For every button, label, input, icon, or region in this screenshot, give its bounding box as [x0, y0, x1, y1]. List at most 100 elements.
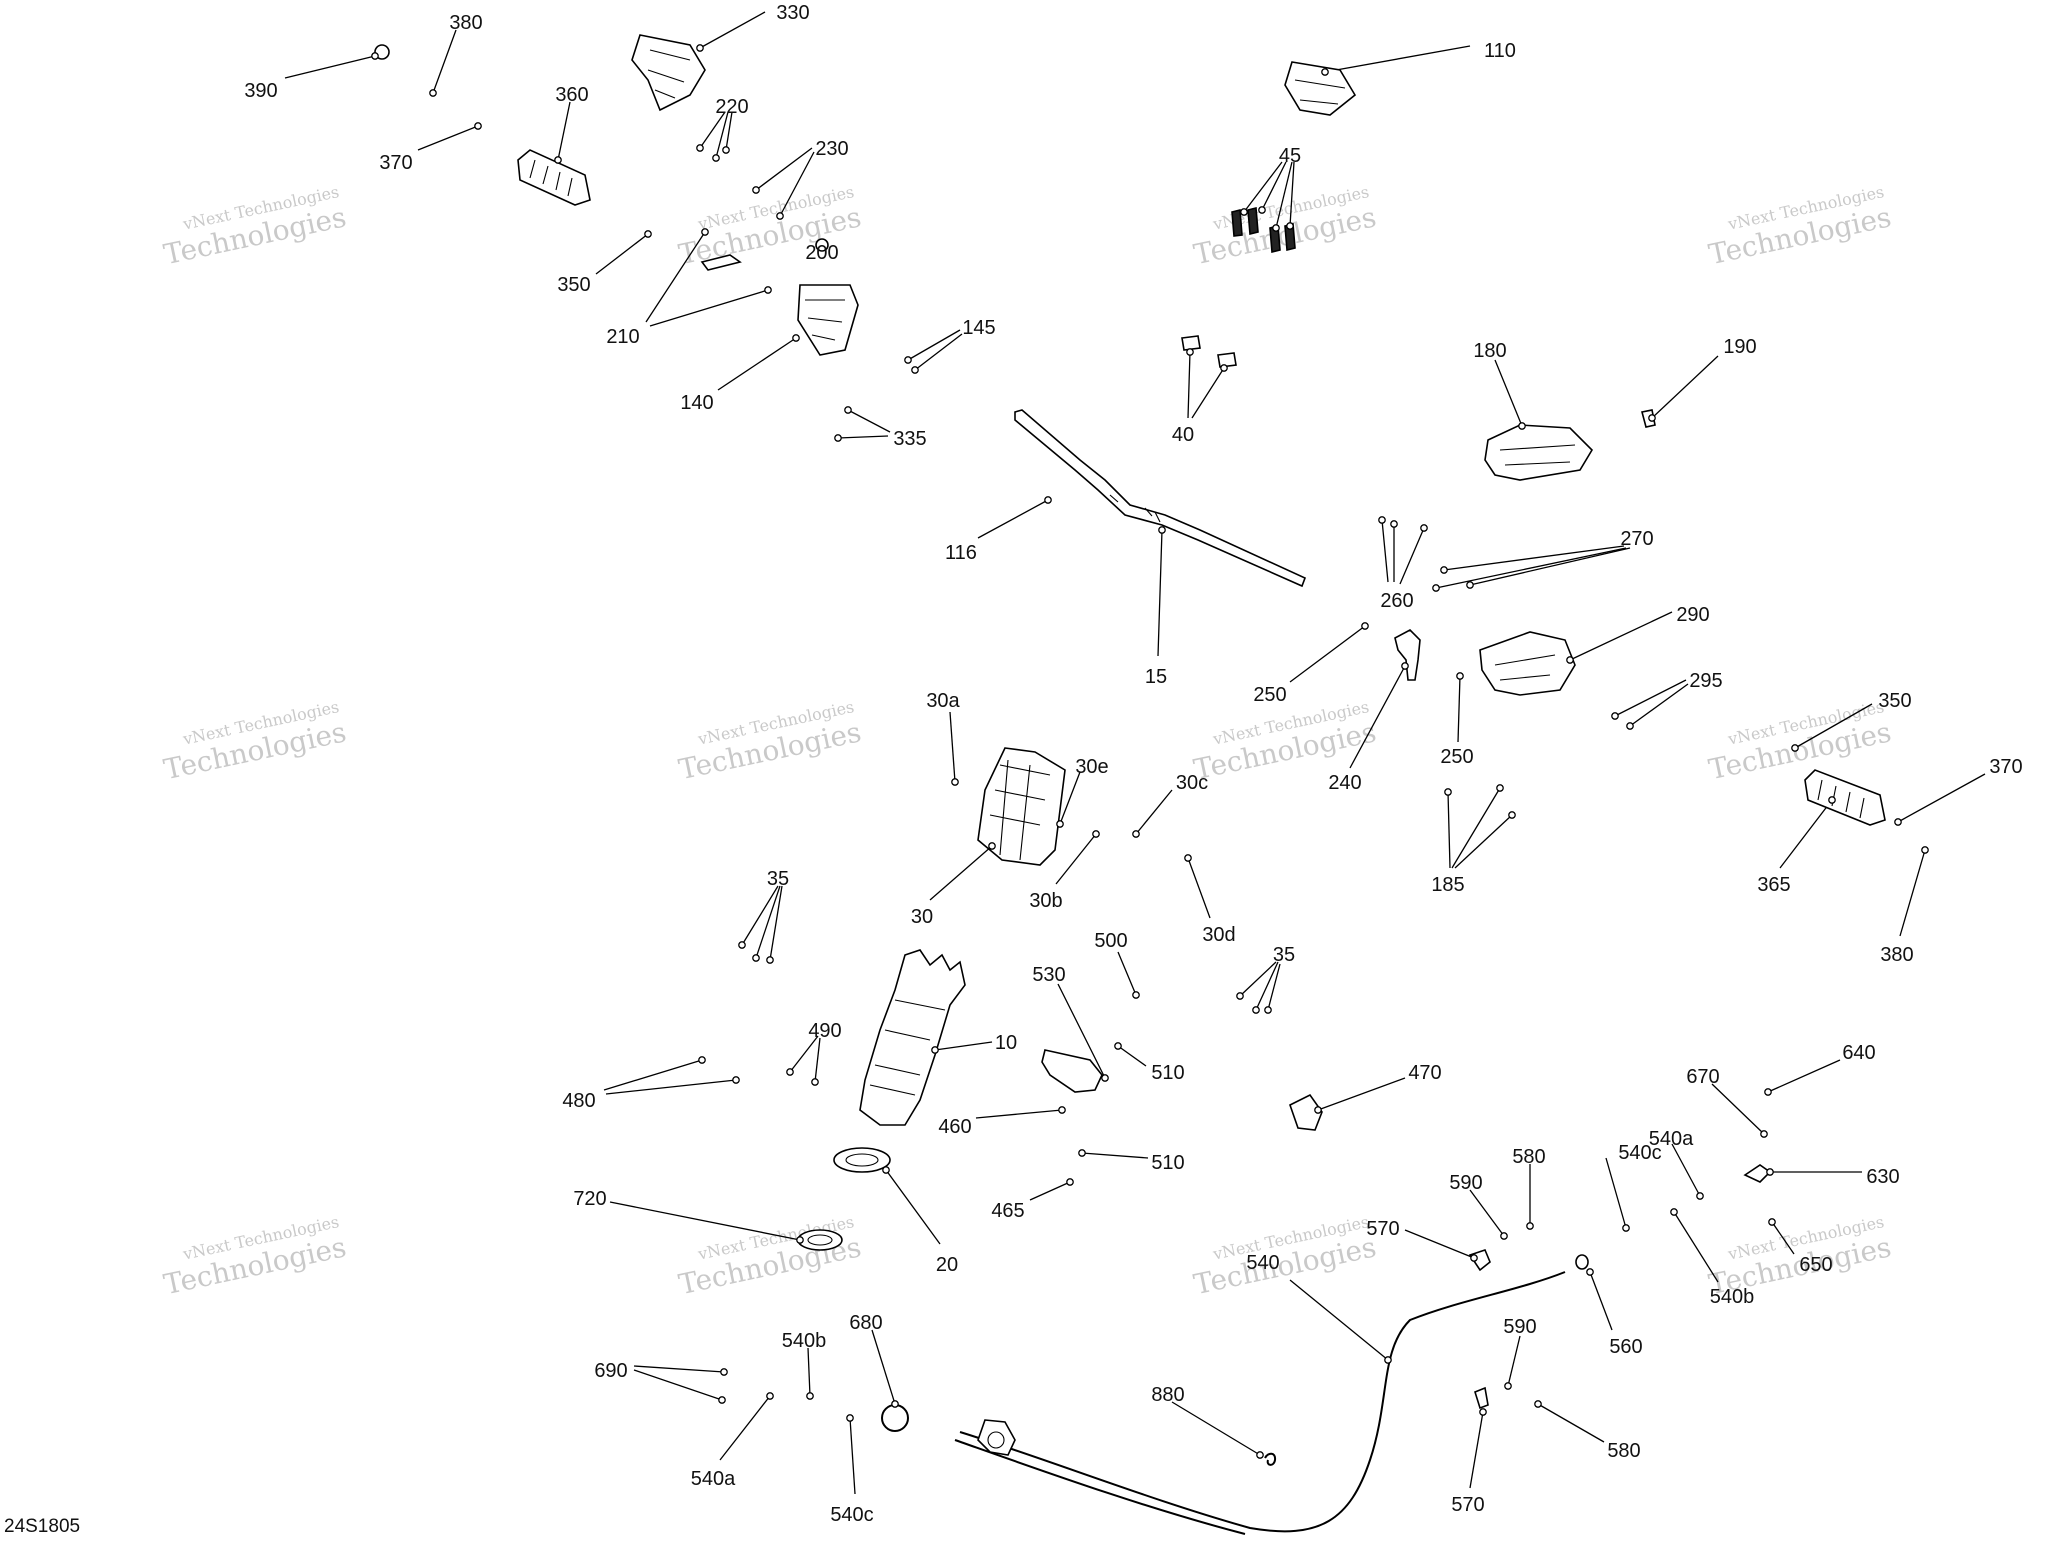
hardware-530-0 [1101, 1074, 1109, 1082]
leader-140-0 [717, 337, 797, 391]
leader-35-2 [1267, 963, 1281, 1011]
leader-45-3 [1289, 161, 1295, 227]
hardware-670-0 [1760, 1130, 1768, 1138]
callout-540b: 540b [782, 1330, 827, 1352]
hardware-185-0 [1444, 788, 1452, 796]
leader-540b-0 [1673, 1211, 1719, 1283]
callout-40: 40 [1172, 424, 1194, 446]
hardware-360-0 [554, 156, 562, 164]
callout-880: 880 [1151, 1384, 1184, 1406]
callout-30d: 30d [1202, 924, 1235, 946]
callout-540c: 540c [1618, 1142, 1661, 1164]
hardware-380-0 [1921, 846, 1929, 854]
callout-210: 210 [606, 326, 639, 348]
callout-540a: 540a [691, 1468, 736, 1490]
part-720-ring [797, 1229, 843, 1251]
leader-500-0 [1117, 951, 1137, 996]
leader-720-0 [609, 1201, 801, 1241]
callout-380: 380 [1880, 944, 1913, 966]
callout-260: 260 [1380, 590, 1413, 612]
leader-220-0 [699, 111, 726, 149]
leader-370-0 [1897, 773, 1986, 823]
hardware-290-0 [1566, 656, 1574, 664]
leader-490-0 [789, 1035, 819, 1073]
hardware-460-0 [1058, 1106, 1066, 1114]
callout-335: 335 [893, 428, 926, 450]
hardware-35-1 [752, 954, 760, 962]
leader-190-0 [1651, 355, 1719, 419]
callout-680: 680 [849, 1312, 882, 1334]
hardware-250-0 [1361, 622, 1369, 630]
leader-260-2 [1399, 527, 1425, 585]
hardware-30d-0 [1184, 854, 1192, 862]
hardware-490-1 [811, 1078, 819, 1086]
hardware-540b-0 [806, 1392, 814, 1400]
hardware-40-0 [1186, 348, 1194, 356]
callout-380: 380 [449, 12, 482, 34]
leader-30-0 [929, 845, 993, 901]
hardware-185-2 [1508, 811, 1516, 819]
callout-35: 35 [1273, 944, 1295, 966]
hardware-190-0 [1648, 414, 1656, 422]
callout-30e: 30e [1075, 756, 1108, 778]
part-200-screw [815, 238, 829, 252]
leader-240-0 [1349, 665, 1406, 769]
part-360-grip [517, 149, 591, 206]
hardware-220-2 [722, 146, 730, 154]
hardware-295-1 [1626, 722, 1634, 730]
hardware-540c-0 [846, 1414, 854, 1422]
callout-185: 185 [1431, 874, 1464, 896]
callout-250: 250 [1253, 684, 1286, 706]
callout-116: 116 [945, 542, 977, 564]
leader-380-0 [432, 29, 457, 94]
callout-45: 45 [1279, 145, 1301, 167]
hardware-240-0 [1401, 662, 1409, 670]
hardware-210-1 [764, 286, 772, 294]
hardware-15-0 [1158, 526, 1166, 534]
leader-260-0 [1381, 519, 1389, 583]
callout-240: 240 [1328, 772, 1361, 794]
part-330-hand-guard [631, 34, 706, 112]
callout-590: 590 [1503, 1316, 1536, 1338]
leader-45-1 [1261, 161, 1287, 211]
leader-35-1 [1255, 961, 1279, 1011]
leader-380-0 [1899, 849, 1926, 937]
hardware-510-0 [1078, 1149, 1086, 1157]
callout-470: 470 [1408, 1062, 1441, 1084]
leader-30c-0 [1135, 789, 1173, 835]
callout-180: 180 [1473, 340, 1506, 362]
callout-530: 530 [1032, 964, 1065, 986]
hardware-540a-0 [1696, 1192, 1704, 1200]
callout-30: 30 [911, 906, 933, 928]
hardware-180-0 [1518, 422, 1526, 430]
hardware-560-0 [1586, 1268, 1594, 1276]
callout-20: 20 [936, 1254, 958, 1276]
leader-30b-0 [1055, 833, 1097, 885]
hardware-30c-0 [1132, 830, 1140, 838]
hardware-30b-0 [1092, 830, 1100, 838]
leader-20-0 [885, 1169, 941, 1245]
leader-185-1 [1451, 787, 1501, 869]
leader-350-0 [1794, 703, 1873, 749]
leader-230-1 [779, 151, 815, 217]
callout-220: 220 [715, 96, 748, 118]
callout-540c: 540c [830, 1504, 873, 1526]
callout-510: 510 [1151, 1062, 1184, 1084]
leader-580-0 [1537, 1403, 1605, 1443]
callout-500: 500 [1094, 930, 1127, 952]
hardware-220-0 [696, 144, 704, 152]
part-10-steering-column [859, 949, 966, 1126]
part-240-lever [1394, 629, 1421, 681]
part-540-cable [959, 1271, 1566, 1533]
hardware-185-1 [1496, 784, 1504, 792]
hardware-45-3 [1286, 222, 1294, 230]
hardware-640-0 [1764, 1088, 1772, 1096]
callout-290: 290 [1676, 604, 1709, 626]
leader-40-0 [1187, 351, 1191, 419]
hardware-30e-0 [1056, 820, 1064, 828]
part-210-lever [700, 254, 742, 271]
